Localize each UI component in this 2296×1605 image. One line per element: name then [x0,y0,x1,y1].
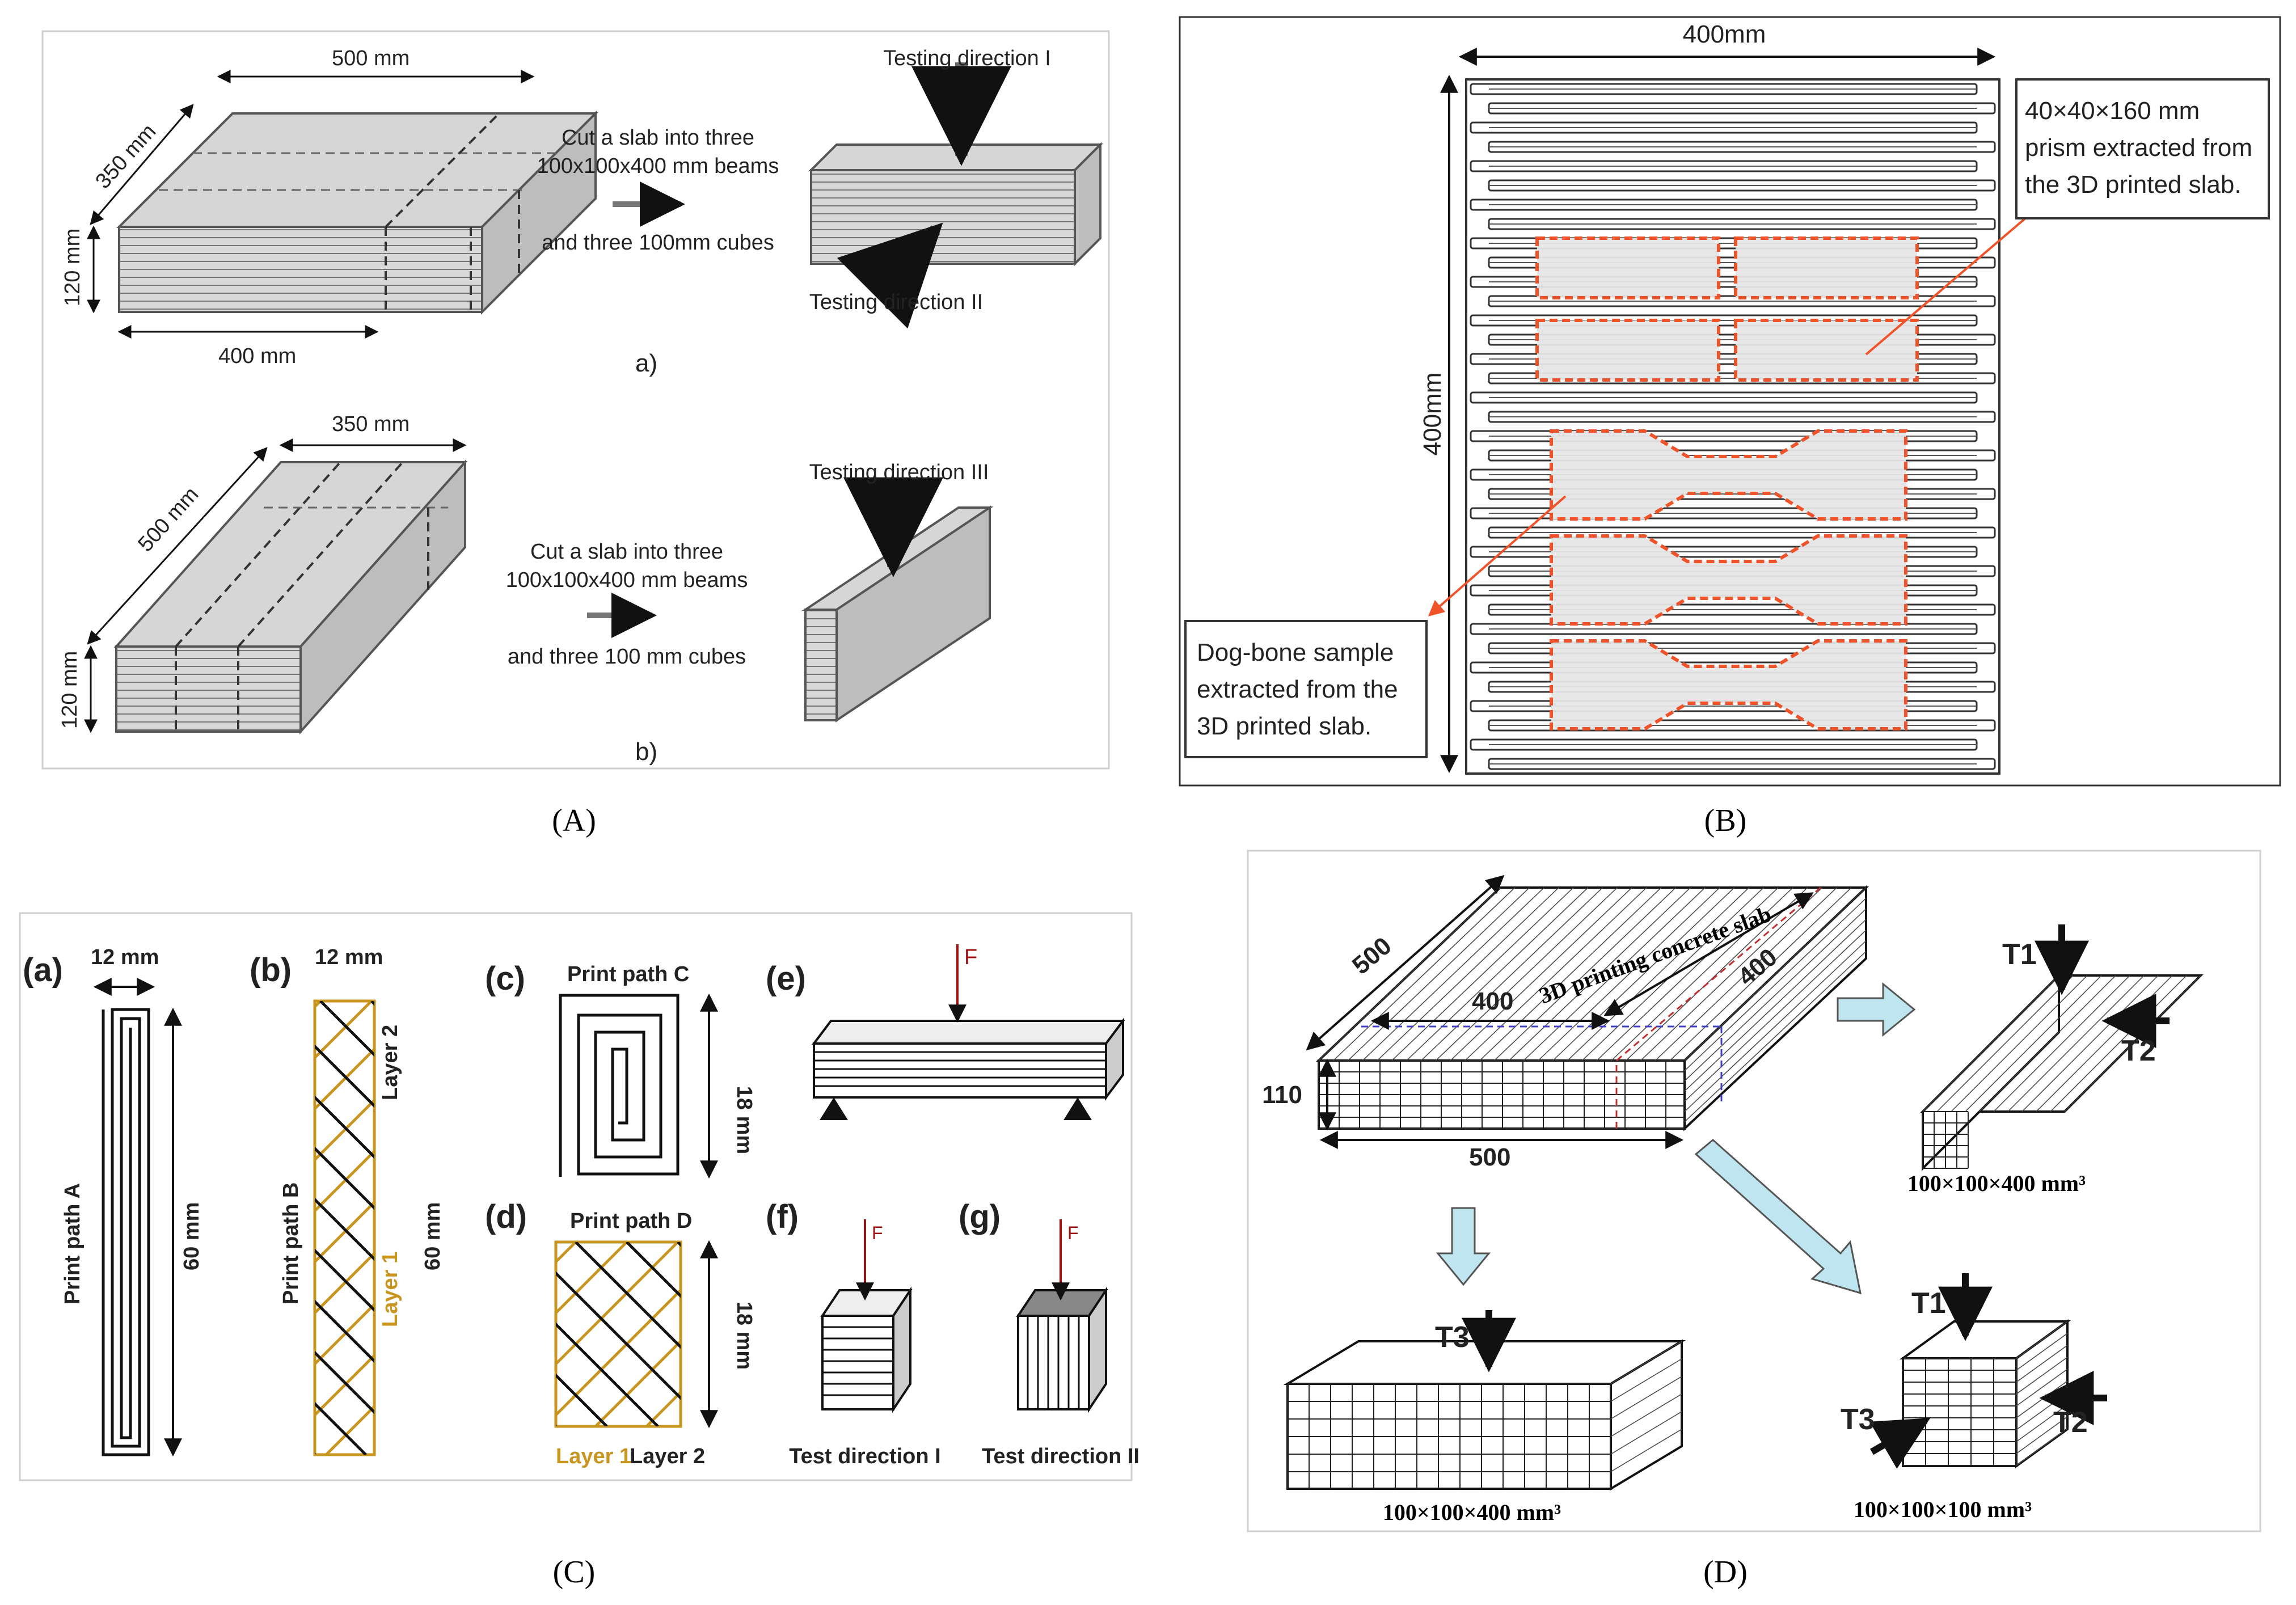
b-cut-text-3: and three 100 mm cubes [508,645,746,669]
c-label-f: (f) [766,1198,799,1235]
arrow-to-cube [1694,1139,1862,1295]
dogbone-callout-box [1184,620,1428,758]
c-label-a: (a) [23,952,63,989]
caption-b: (B) [1704,803,1747,838]
dim-400: 400 mm [218,344,296,368]
c-label-c: (c) [485,960,525,997]
c-label-b: (b) [250,952,292,989]
testing-direction-2: Testing direction II [809,290,983,314]
print-path-d-label: Print path D [570,1209,692,1233]
beam-top-size: 100×100×400 mm³ [1907,1171,2086,1196]
slab-a-drawing [87,70,598,339]
print-path-c-label: Print path C [567,962,689,986]
force-label-e: F [964,945,977,969]
cube-d [1899,1319,2071,1468]
cube-size: 100×100×100 mm³ [1854,1497,2032,1522]
panel-d [1247,850,2261,1532]
c-label-d: (d) [485,1198,527,1235]
layer-1-label-b: Layer 1 [378,1252,402,1327]
test-direction-2: Test direction II [982,1444,1139,1468]
t1-label-cube: T1 [1911,1287,1946,1320]
d-dim-500-b: 500 [1469,1143,1510,1171]
t1-label-top: T1 [2002,938,2037,971]
cube-test-f [820,1219,913,1413]
dogbone-cutouts [1550,429,1907,730]
height-18mm-c: 18 mm [732,1086,756,1154]
dim-500: 500 mm [332,47,410,70]
force-label-g: F [1067,1223,1079,1243]
b-cut-text-1: Cut a slab into three [530,540,723,564]
slab-b-drawing [84,438,468,735]
caption-c: (C) [553,1555,596,1590]
panel-c [19,912,1133,1481]
t3-label-bottom: T3 [1435,1321,1470,1354]
prism-callout-1: 40×40×160 mm [2025,97,2200,125]
caption-d: (D) [1703,1555,1748,1590]
arrow-to-beam-top [1837,982,1916,1037]
print-path-a-label: Print path A [61,1183,85,1304]
cut-text-2: 100x100x400 mm beams [537,154,779,178]
d-dim-110: 110 [1262,1081,1302,1109]
c-label-g: (g) [959,1198,1001,1235]
b-dim-left: 400mm [1419,373,1446,456]
dogbone-callout-2: extracted from the [1197,675,1398,703]
print-path-b [313,999,376,1456]
panel-a: 500 mm 350 mm 120 mm 400 mm Cut a slab i… [41,30,1110,770]
b-cut-text-2: 100x100x400 mm beams [506,568,748,592]
print-path-a [93,978,182,1457]
beam-a-drawing [808,62,1103,329]
layer-2-label-b: Layer 2 [378,1025,402,1100]
t2-label-cube: T2 [2053,1406,2088,1439]
height-18mm-d: 18 mm [732,1302,756,1370]
layer-2-label-d: Layer 2 [630,1444,705,1468]
dogbone-callout-1: Dog-bone sample [1197,639,1394,666]
beam-d-bottom [1283,1339,1686,1491]
print-path-d [554,1240,682,1428]
layer-1-label-d: Layer 1 [556,1444,631,1468]
beam-bottom-size: 100×100×400 mm³ [1383,1500,1561,1525]
arrow-to-beam-bottom [1436,1207,1491,1286]
subfig-b-label: b) [635,738,657,766]
force-label-f: F [872,1223,883,1243]
d-dim-400-a: 400 [1472,987,1513,1015]
testing-direction-3: Testing direction III [809,461,989,484]
prism-cutouts [1535,236,1919,382]
print-path-c [559,993,718,1179]
t2-label-top: T2 [2121,1034,2156,1067]
panel-b [1179,16,2281,787]
t3-label-cube: T3 [1841,1403,1875,1436]
cut-text-3: and three 100mm cubes [542,231,774,255]
width-12mm-b: 12 mm [315,945,383,969]
b-dim-top: 400mm [1683,20,1766,48]
b-dim-350: 350 mm [332,412,410,436]
height-60mm-a: 60 mm [180,1202,204,1270]
width-12mm-a: 12 mm [91,945,159,969]
prism-callout-3: the 3D printed slab. [2025,171,2242,198]
prism-callout-box [2015,78,2270,219]
prism-callout-2: prism extracted from [2025,134,2252,162]
testing-direction-1: Testing direction I [883,47,1051,70]
dogbone-callout-3: 3D printed slab. [1197,712,1371,740]
height-60mm-b: 60 mm [421,1202,445,1270]
b-dim-120: 120 mm [58,651,82,729]
test-direction-1: Test direction I [789,1444,940,1468]
cut-text-1: Cut a slab into three [562,126,754,150]
cube-test-g [1016,1219,1108,1413]
beam-b-drawing [801,477,994,723]
c-label-e: (e) [766,960,806,997]
subfig-a-label: a) [635,349,657,377]
print-path-b-label: Print path B [279,1182,303,1304]
three-point-bend-beam [812,944,1125,1120]
caption-a: (A) [552,803,596,838]
dim-120: 120 mm [61,229,85,306]
